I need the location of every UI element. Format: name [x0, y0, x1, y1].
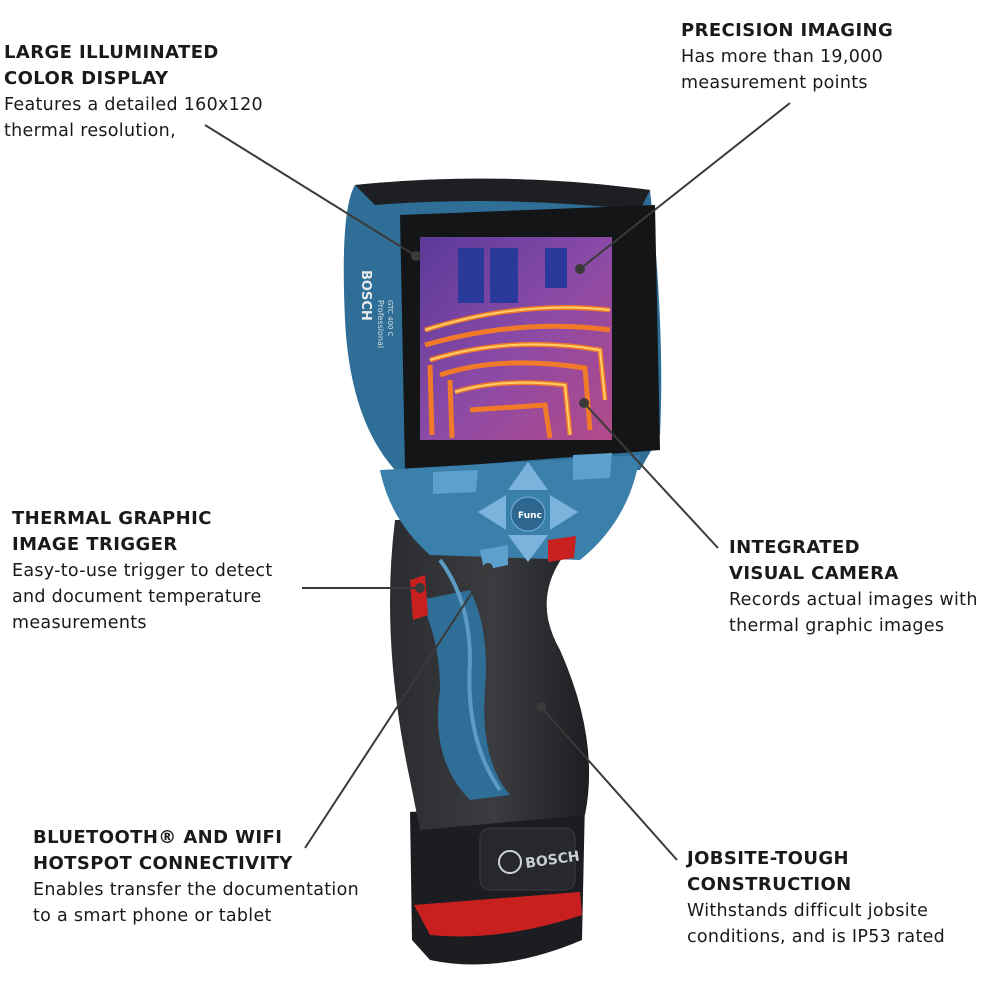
device-brand: BOSCH: [358, 270, 373, 321]
dpad: Func: [478, 462, 578, 562]
callout-imaging: PRECISION IMAGING Has more than 19,000 m…: [681, 18, 996, 96]
callout-connectivity-heading: BLUETOOTH® AND WIFI HOTSPOT CONNECTIVITY: [33, 827, 293, 874]
device-model-label: GTC 400 C: [386, 300, 394, 337]
callout-display: LARGE ILLUMINATED COLOR DISPLAY Features…: [4, 40, 334, 144]
softkey-left: [433, 470, 478, 494]
callout-construction: JOBSITE-TOUGH CONSTRUCTION Withstands di…: [687, 846, 987, 950]
callout-imaging-heading: PRECISION IMAGING: [681, 20, 894, 41]
func-button-label: Func: [518, 511, 542, 521]
softkey-right: [573, 453, 612, 480]
power-button: [548, 536, 576, 562]
callout-construction-description: Withstands difficult jobsite conditions,…: [687, 901, 946, 947]
battery-logo-icon: [498, 850, 522, 874]
callout-camera: INTEGRATED VISUAL CAMERA Records actual …: [729, 535, 999, 639]
callout-trigger: THERMAL GRAPHIC IMAGE TRIGGER Easy-to-us…: [12, 506, 312, 636]
callout-imaging-description: Has more than 19,000 measurement points: [681, 47, 884, 93]
battery-pack: BOSCH: [410, 800, 585, 965]
callout-trigger-heading: THERMAL GRAPHIC IMAGE TRIGGER: [12, 508, 212, 555]
callout-camera-description: Records actual images with thermal graph…: [729, 590, 978, 636]
leader-lines: [204, 102, 791, 861]
device-side-label: Professional: [376, 300, 385, 348]
battery-brand: BOSCH: [524, 849, 580, 872]
callout-trigger-description: Easy-to-use trigger to detect and docume…: [12, 561, 273, 633]
control-panel: Func: [380, 453, 640, 570]
trigger-button: [410, 575, 428, 620]
callout-camera-heading: INTEGRATED VISUAL CAMERA: [729, 537, 899, 584]
callout-display-heading: LARGE ILLUMINATED COLOR DISPLAY: [4, 42, 219, 89]
callout-connectivity-description: Enables transfer the documentation to a …: [33, 880, 359, 926]
callout-construction-heading: JOBSITE-TOUGH CONSTRUCTION: [687, 848, 852, 895]
callout-display-description: Features a detailed 160x120 thermal reso…: [4, 95, 263, 141]
callout-connectivity: BLUETOOTH® AND WIFI HOTSPOT CONNECTIVITY…: [33, 825, 413, 929]
